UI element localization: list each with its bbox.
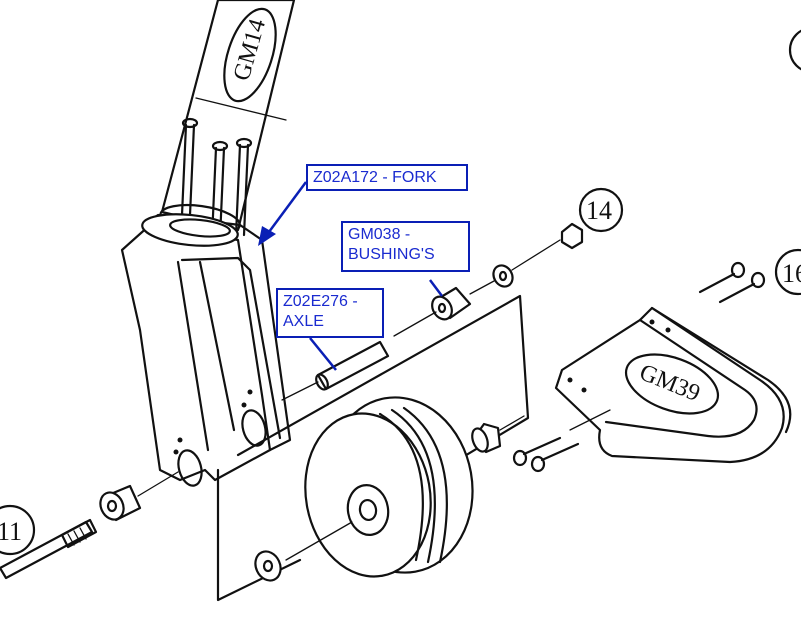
bracket-gm39: GM39 [554, 306, 792, 464]
bracket-screws [512, 261, 766, 473]
callout-bushings: GM038 - BUSHING'S [341, 221, 470, 272]
item-number-partial [788, 29, 801, 71]
fork-screws [180, 117, 253, 240]
wheel [285, 396, 474, 578]
item-number-11-text: 11 [0, 517, 22, 546]
hub-cap-right [471, 415, 525, 454]
item-number-14: 14 [578, 187, 624, 233]
item-number-16-text: 16 [782, 259, 801, 288]
long-bolt [0, 518, 98, 580]
hub-nut-left [254, 550, 282, 582]
callout-leaders [258, 181, 443, 371]
left-spacer [99, 471, 179, 522]
item-number-14-text: 14 [586, 196, 612, 225]
bushing-assembly [393, 222, 584, 337]
axle [281, 340, 390, 401]
item-number-11: 11 [0, 504, 36, 556]
callout-fork: Z02A172 - FORK [306, 164, 468, 191]
fork [120, 213, 292, 487]
callout-axle: Z02E276 - AXLE [276, 288, 384, 338]
item-number-16: 16 [774, 248, 801, 296]
tube-gm14: GM14 [159, 0, 296, 237]
